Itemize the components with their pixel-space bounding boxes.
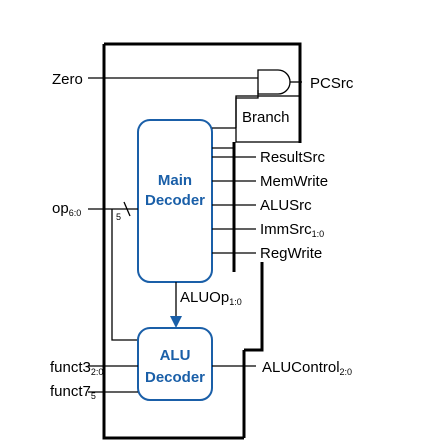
bus-width-label: 5 (116, 212, 121, 222)
op5-wire (111, 209, 138, 341)
pcsrc-label: PCSrc (310, 75, 354, 92)
aluop-label: ALUOp1:0 (180, 289, 242, 307)
zero-label: Zero (52, 71, 83, 88)
alusrc-label: ALUSrc (260, 197, 312, 214)
resultsrc-label: ResultSrc (260, 149, 326, 166)
op-label: op6:0 (52, 200, 81, 218)
main-decoder-line2: Decoder (145, 192, 205, 209)
aluop-arrow (170, 316, 182, 328)
regwrite-label: RegWrite (260, 245, 322, 262)
branch-label: Branch (242, 109, 290, 126)
main-decoder-box (137, 119, 213, 283)
funct3-label: funct32:0 (50, 359, 103, 377)
funct7-label: funct75 (50, 383, 96, 401)
alu-decoder-box (137, 327, 213, 401)
frame-right-segment (244, 262, 264, 352)
branch-label-box (235, 95, 301, 143)
main-decoder-line1: Main (158, 172, 192, 189)
and-gate (257, 69, 291, 95)
alu-decoder-line2: Decoder (145, 369, 205, 386)
output-bus-trunk (212, 147, 235, 266)
op-slash (123, 201, 131, 217)
immsrc-label: ImmSrc1:0 (260, 221, 324, 239)
alu-decoder-line1: ALU (160, 347, 191, 364)
memwrite-label: MemWrite (260, 173, 328, 190)
alucontrol-label: ALUControl2:0 (262, 359, 352, 377)
